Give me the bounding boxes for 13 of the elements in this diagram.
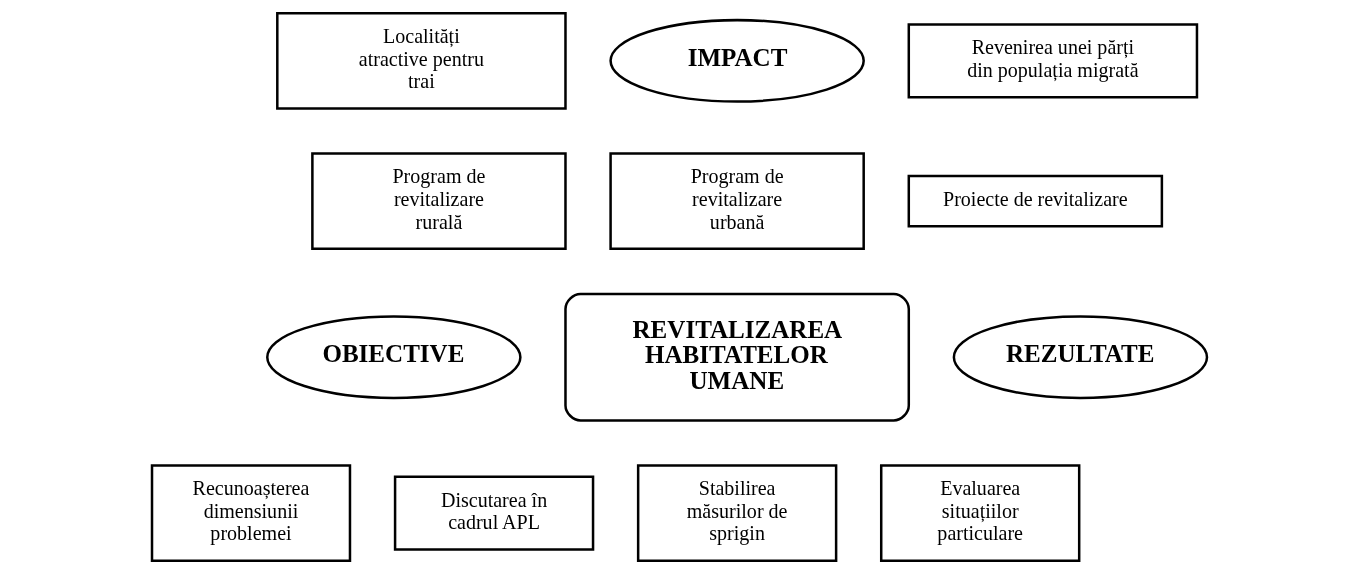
node-box: Proiecte de revitalizare xyxy=(907,174,1164,228)
node-ellipse: OBIECTIVE xyxy=(266,315,522,400)
node-ellipse: REZULTATE xyxy=(952,315,1209,400)
node-box: Program de revitalizare rurală xyxy=(311,152,567,251)
node-box: REVITALIZAREA HABITATELOR UMANE xyxy=(564,292,911,422)
node-box: Program de revitalizare urbană xyxy=(609,152,865,251)
node-box: Localități atractive pentru trai xyxy=(276,11,567,110)
node-box: Evaluarea situațiilor particulare xyxy=(879,464,1081,563)
node-ellipse: IMPACT xyxy=(609,18,865,103)
node-box: Stabilirea măsurilor de sprigin xyxy=(636,464,838,563)
node-box: Revenirea unei părți din populația migrată xyxy=(907,23,1199,99)
node-box: Discutarea în cadrul APL xyxy=(393,475,595,551)
node-box: Recunoașterea dimensiunii problemei xyxy=(150,464,352,563)
